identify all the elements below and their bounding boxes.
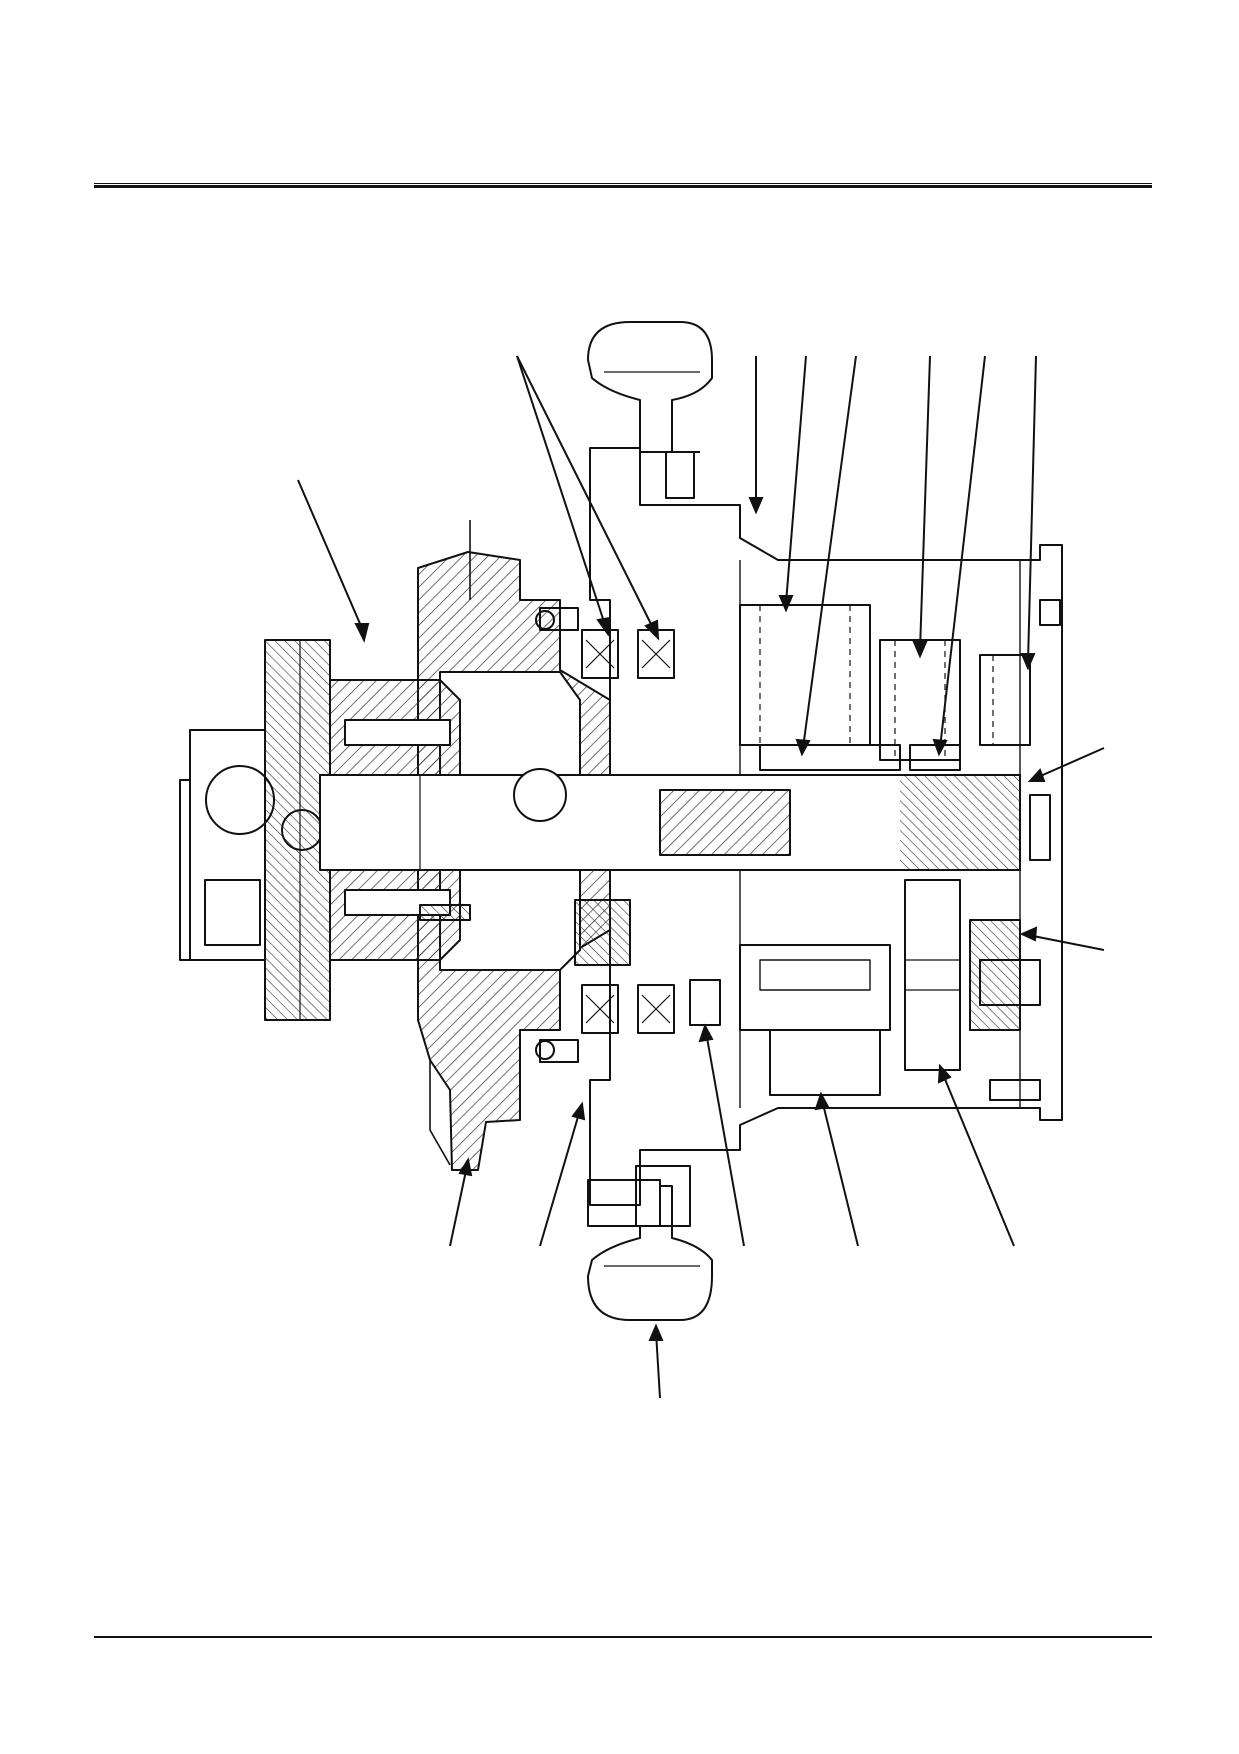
leader-line-15 <box>821 1099 859 1247</box>
leader-line-17 <box>655 1331 661 1399</box>
leader-line-5 <box>785 355 807 604</box>
bolt-bottom <box>587 1179 661 1227</box>
valve-block <box>189 729 266 961</box>
hub-housing <box>589 447 1063 1206</box>
seal-top <box>535 610 555 630</box>
leader-line-8 <box>939 355 986 749</box>
arrowhead-1 <box>354 623 370 643</box>
leader-line-2 <box>516 355 607 629</box>
leader-line-16 <box>941 1071 1015 1247</box>
sprocket-tooth-top <box>587 321 713 453</box>
bearing-bottom-right <box>637 984 675 1034</box>
leader-line-13 <box>539 1109 581 1247</box>
planet-gear-3 <box>979 654 1031 746</box>
bearing-top-right <box>637 629 675 679</box>
footer-rule <box>94 1636 1152 1638</box>
hub-bolt-bottom <box>689 979 721 1026</box>
ring-gear-lower <box>739 944 891 1031</box>
swash-ball <box>513 768 567 822</box>
carrier-pin <box>759 744 901 771</box>
leader-line-6 <box>802 355 857 749</box>
valve-spool <box>205 765 275 835</box>
leader-line-12 <box>449 1165 468 1247</box>
leader-line-10 <box>1035 747 1105 779</box>
leader-line-1 <box>297 479 365 634</box>
header-rule <box>94 183 1152 188</box>
leader-line-14 <box>705 1031 745 1247</box>
leader-line-7 <box>919 355 931 651</box>
bolt-top <box>665 451 695 499</box>
plug-right <box>1029 794 1051 861</box>
leader-line-9 <box>1027 355 1037 663</box>
planet-gear-lower <box>904 879 961 1071</box>
plug-top <box>1039 599 1061 626</box>
seal-bottom <box>535 1040 555 1060</box>
leader-line-11 <box>1027 934 1105 951</box>
sprocket-tooth-bottom <box>587 1185 713 1321</box>
leader-line-3 <box>516 355 656 633</box>
brake-spring <box>574 899 631 966</box>
sun-gear-lower <box>769 1029 881 1096</box>
bearing-bottom-left <box>581 984 619 1034</box>
piston-top <box>344 719 451 746</box>
